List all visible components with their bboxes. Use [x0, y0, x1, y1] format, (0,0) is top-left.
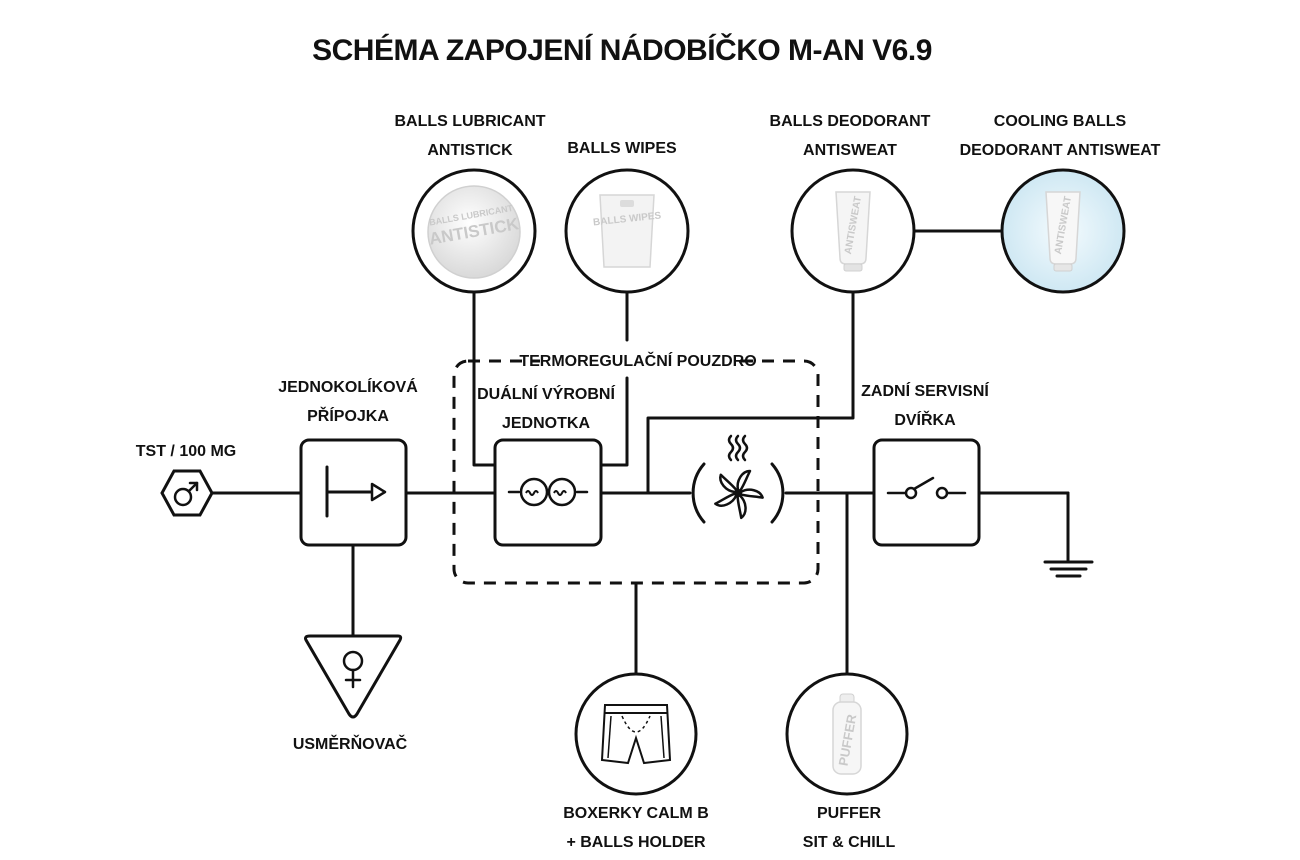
lubricant-label-1: BALLS LUBRICANT — [394, 113, 545, 130]
diagram-title: SCHÉMA ZAPOJENÍ NÁDOBÍČKO M-AN V6.9 — [312, 33, 932, 67]
zadni-servisni-dvirka — [872, 438, 981, 547]
tst-source — [160, 469, 214, 517]
product-cooling-balls: ANTISWEAT — [1000, 168, 1126, 294]
cooling-label-2: DEODORANT ANTISWEAT — [960, 142, 1161, 159]
dualni-vyrobni-jednotka — [493, 438, 603, 547]
puffer-label-2: SIT & CHILL — [803, 834, 896, 851]
wires — [208, 229, 1070, 677]
pripojka-label-1: JEDNOKOLÍKOVÁ — [278, 377, 418, 396]
product-boxerky — [574, 672, 698, 796]
pouzdro-label: TERMOREGULAČNÍ POUZDRO — [519, 351, 756, 370]
wipes-label-1: BALLS WIPES — [567, 140, 677, 157]
jednokolikova-pripojka — [299, 438, 408, 547]
boxerky-label-2: + BALLS HOLDER — [566, 834, 706, 851]
deodorant-label-2: ANTISWEAT — [803, 142, 897, 159]
deodorant-label-1: BALLS DEODORANT — [770, 113, 931, 130]
usmernovac — [304, 634, 403, 719]
product-balls-wipes: BALLS WIPES — [564, 168, 690, 294]
lubricant-label-2: ANTISTICK — [427, 142, 513, 159]
fan-icon — [714, 469, 764, 520]
dualni-label-1: DUÁLNÍ VÝROBNÍ — [477, 384, 615, 403]
product-puffer: PUFFER — [785, 672, 909, 796]
male-symbol-icon — [173, 481, 199, 507]
heat-waves-icon — [727, 434, 749, 462]
cooling-label-1: COOLING BALLS — [994, 113, 1127, 130]
dualni-label-2: JEDNOTKA — [502, 415, 590, 432]
female-symbol-icon — [342, 650, 364, 689]
product-balls-lubricant: BALLS LUBRICANT ANTISTICK — [411, 168, 537, 294]
product-balls-deodorant: ANTISWEAT — [790, 168, 916, 294]
diode-icon — [325, 465, 387, 518]
ventilator — [691, 434, 785, 524]
boxer-shorts-icon — [600, 704, 672, 765]
usmernovac-label: USMĚRŇOVAČ — [293, 734, 408, 753]
puffer-label-1: PUFFER — [817, 805, 881, 822]
switch-icon — [886, 476, 967, 500]
boxerky-label-1: BOXERKY CALM B — [563, 805, 709, 822]
ground-icon — [1043, 560, 1094, 578]
dual-unit-icon — [507, 477, 589, 507]
dvirka-label-1: ZADNÍ SERVISNÍ — [861, 381, 989, 400]
dvirka-label-2: DVÍŘKA — [894, 410, 956, 429]
tst-label: TST / 100 MG — [136, 443, 236, 460]
pripojka-label-2: PŘÍPOJKA — [307, 406, 389, 425]
